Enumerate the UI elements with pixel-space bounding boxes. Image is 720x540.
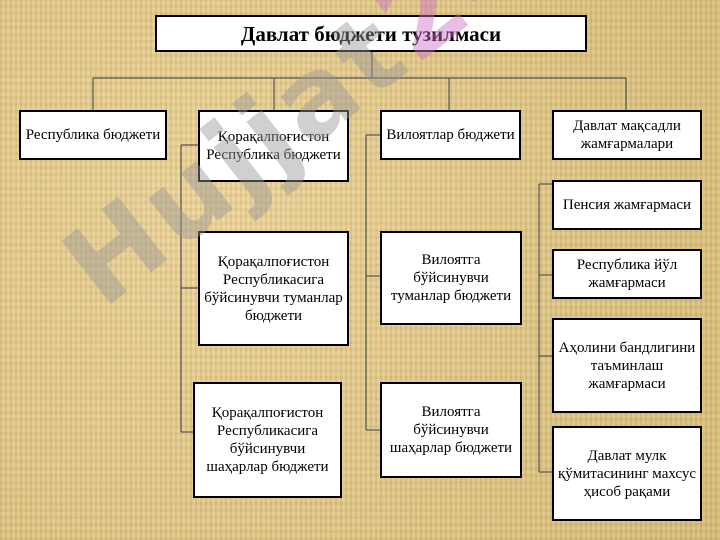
karakalpak-districts-budget-box: Қорақалпоғистон Республикасига бўйсинувч…: [198, 231, 349, 346]
state-target-funds-box: Давлат мақсадли жамғармалари: [552, 110, 702, 160]
pension-fund-box: Пенсия жамғармаси: [552, 180, 702, 230]
property-committee-account-box: Давлат мулк қўмитасининг махсус ҳисоб ра…: [552, 426, 702, 521]
republic-budget-box: Республика бюджети: [19, 110, 167, 160]
region-districts-budget-box: Вилоятга бўйсинувчи туманлар бюджети: [380, 231, 522, 325]
regions-budget-box: Вилоятлар бюджети: [380, 110, 521, 160]
road-fund-box: Республика йўл жамғармаси: [552, 249, 702, 299]
karakalpak-republic-budget-box: Қорақалпоғистон Республика бюджети: [198, 110, 349, 182]
diagram-title: Давлат бюджети тузилмаси: [155, 15, 587, 52]
employment-fund-box: Аҳолини бандлигини таъминлаш жамғармаси: [552, 318, 702, 413]
region-cities-budget-box: Вилоятга бўйсинувчи шаҳарлар бюджети: [380, 382, 522, 478]
karakalpak-cities-budget-box: Қорақалпоғистон Республикасига бўйсинувч…: [193, 382, 342, 498]
